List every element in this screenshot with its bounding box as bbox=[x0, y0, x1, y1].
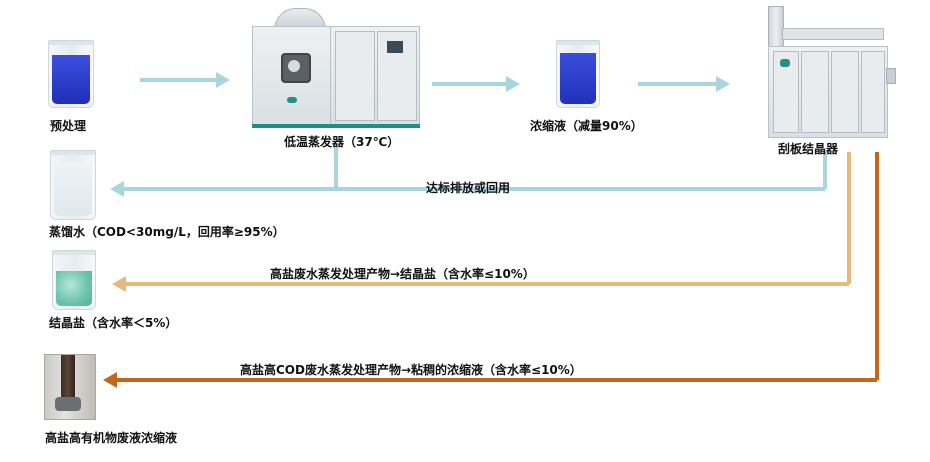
evaporator-label: 低温蒸发器（37℃） bbox=[284, 135, 400, 149]
evaporator-machine-image bbox=[252, 8, 420, 128]
crystallizer-machine-image bbox=[766, 6, 896, 138]
high-cod-concentrate-image bbox=[44, 354, 96, 420]
concentrate-label: 浓缩液（减量90%） bbox=[530, 119, 643, 133]
arrow-concentrate-to-crystallizer bbox=[638, 76, 730, 92]
distilled-water-label: 蒸馏水（COD<30mg/L，回用率≥95%） bbox=[49, 225, 285, 239]
pretreatment-beaker-image bbox=[48, 40, 94, 108]
crystallizer-label: 刮板结晶器 bbox=[778, 142, 839, 156]
line-distilled-water-return bbox=[110, 148, 827, 197]
pretreatment-label: 预处理 bbox=[50, 119, 87, 133]
concentrate-beaker-image bbox=[556, 40, 600, 108]
line-high-cod-concentrate bbox=[103, 152, 879, 388]
discharge-flow-label: 达标排放或回用 bbox=[426, 181, 511, 195]
high-cod-concentrate-label: 高盐高有机物废液浓缩液 bbox=[45, 431, 178, 445]
distilled-water-beaker-image bbox=[50, 150, 96, 220]
salt-product-flow-label: 高盐废水蒸发处理产物→结晶盐（含水率≤10%） bbox=[270, 267, 535, 281]
cod-product-flow-label: 高盐高COD废水蒸发处理产物→粘稠的浓缩液（含水率≤10%） bbox=[240, 363, 582, 377]
crystal-salt-label: 结晶盐（含水率＜5%） bbox=[49, 316, 178, 330]
arrow-pretreat-to-evaporator bbox=[140, 72, 230, 88]
crystal-salt-beaker-image bbox=[52, 250, 96, 310]
arrow-evaporator-to-concentrate bbox=[432, 76, 520, 92]
line-crystal-salt bbox=[112, 152, 851, 292]
